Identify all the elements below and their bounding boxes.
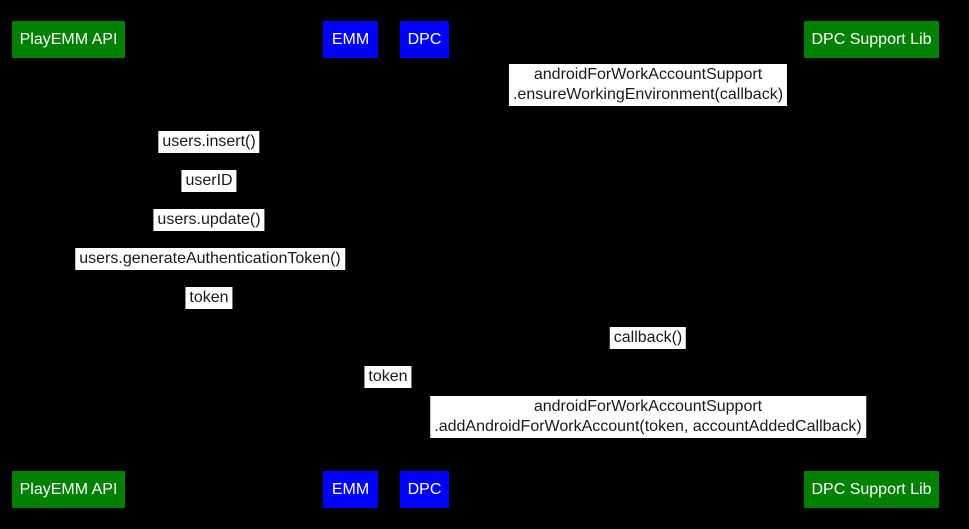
- message-line: .addAndroidForWorkAccount(token, account…: [434, 418, 862, 435]
- message-ensure-working-environment: androidForWorkAccountSupport .ensureWork…: [508, 64, 788, 106]
- actor-bottom-emm: EMM: [323, 471, 378, 508]
- message-token-forward: token: [364, 366, 412, 388]
- message-line: androidForWorkAccountSupport: [533, 66, 763, 83]
- actor-top-emm: EMM: [323, 21, 378, 58]
- message-line: users.update(): [157, 211, 261, 228]
- message-line: users.insert(): [162, 133, 256, 150]
- actor-bottom-dpc-support-lib: DPC Support Lib: [804, 471, 939, 508]
- message-token-return: token: [185, 287, 233, 309]
- message-add-android-for-work-account: androidForWorkAccountSupport .addAndroid…: [430, 396, 866, 438]
- message-line: token: [368, 368, 408, 385]
- message-line: callback(): [613, 329, 683, 346]
- actor-bottom-dpc: DPC: [400, 471, 449, 508]
- message-line: token: [189, 289, 229, 306]
- actor-top-dpc-support-lib: DPC Support Lib: [804, 21, 939, 58]
- message-users-insert: users.insert(): [158, 131, 260, 153]
- message-line: users.generateAuthenticationToken(): [79, 250, 341, 267]
- message-userid: userID: [181, 170, 237, 192]
- message-callback: callback(): [609, 327, 687, 349]
- actor-top-dpc: DPC: [400, 21, 449, 58]
- actor-top-playemm-api: PlayEMM API: [12, 21, 125, 58]
- actor-bottom-playemm-api: PlayEMM API: [12, 471, 125, 508]
- message-line: .ensureWorkingEnvironment(callback): [512, 86, 784, 103]
- message-line: userID: [185, 172, 233, 189]
- message-users-update: users.update(): [153, 209, 265, 231]
- message-line: androidForWorkAccountSupport: [533, 398, 763, 415]
- message-generate-authentication-token: users.generateAuthenticationToken(): [75, 248, 345, 270]
